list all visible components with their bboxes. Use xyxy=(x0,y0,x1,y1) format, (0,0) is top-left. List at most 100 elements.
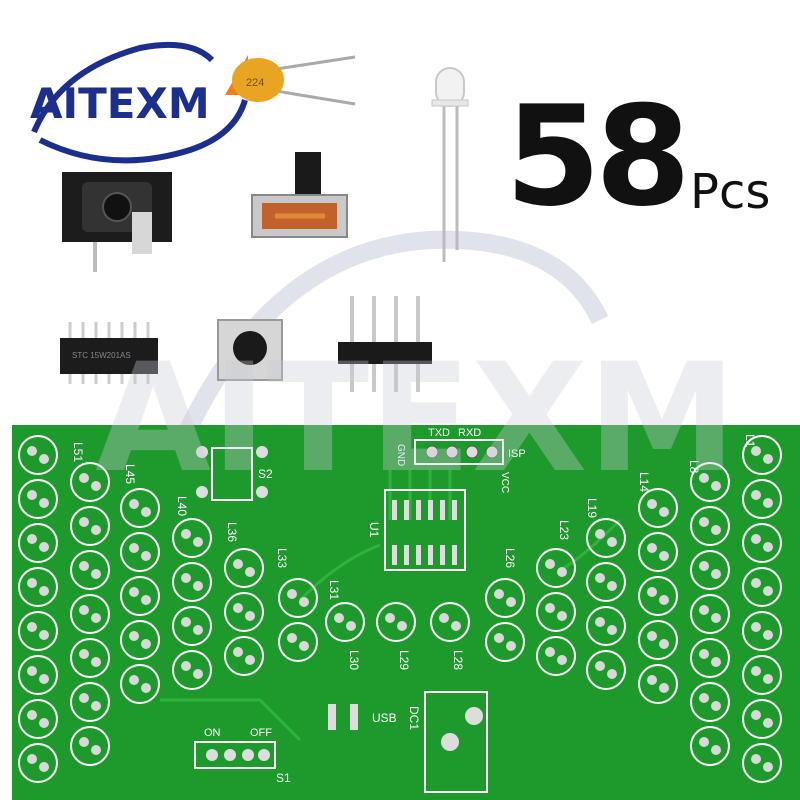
ic-footprint: U1 xyxy=(367,489,466,571)
led-footprint xyxy=(278,622,318,662)
led-footprint xyxy=(536,548,576,588)
slide-switch-icon xyxy=(251,152,348,238)
led-footprint xyxy=(278,578,318,618)
led-label: L30 xyxy=(347,650,361,670)
led-footprint xyxy=(638,532,678,572)
led-footprint xyxy=(485,578,525,618)
led-footprint xyxy=(172,518,212,558)
led-footprint xyxy=(690,550,730,590)
led-footprint xyxy=(224,592,264,632)
led-footprint xyxy=(120,620,160,660)
led-footprint xyxy=(325,602,365,642)
button-footprint: S2 xyxy=(196,446,273,501)
led-footprint xyxy=(586,562,626,602)
led-footprint xyxy=(638,664,678,704)
button-label: S2 xyxy=(258,467,273,481)
led-footprint xyxy=(70,594,110,634)
ic-marking: STC 15W201AS xyxy=(72,351,131,360)
pcb-board: GND TXD RXD VCC ISP S2 U1 xyxy=(12,425,800,800)
led-footprint xyxy=(742,435,782,475)
usb-label: USB xyxy=(372,711,397,725)
led-footprint xyxy=(376,602,416,642)
led-footprint xyxy=(485,622,525,662)
led-label: L29 xyxy=(397,650,411,670)
led-label: L26 xyxy=(503,548,517,568)
brand-name: AITEXM xyxy=(30,79,210,128)
dc-jack-icon xyxy=(62,172,172,272)
led-footprint xyxy=(18,435,58,475)
component-count: 58 xyxy=(505,76,691,237)
led-label: L45 xyxy=(123,464,137,484)
led-footprint xyxy=(224,636,264,676)
isp-label-txd: TXD xyxy=(428,427,450,439)
led-icon xyxy=(431,67,469,262)
led-footprint xyxy=(172,606,212,646)
led-footprint xyxy=(18,523,58,563)
led-footprint xyxy=(18,655,58,695)
led-label: L31 xyxy=(327,580,341,600)
capacitor-marking: 224 xyxy=(246,77,264,89)
led-footprints xyxy=(18,435,782,783)
isp-label-gnd: GND xyxy=(395,444,406,466)
led-footprint xyxy=(70,462,110,502)
led-footprint xyxy=(18,743,58,783)
led-label: L36 xyxy=(225,522,239,542)
pin-header-icon xyxy=(338,296,432,392)
isp-label-rxd: RXD xyxy=(458,427,481,439)
led-label: L33 xyxy=(275,548,289,568)
power-switch-footprint: ON OFF S1 xyxy=(194,727,291,785)
isp-header: GND TXD RXD VCC ISP xyxy=(395,427,526,493)
led-footprint xyxy=(536,636,576,676)
led-footprint xyxy=(690,594,730,634)
led-footprint xyxy=(70,506,110,546)
led-footprint xyxy=(536,592,576,632)
led-label: L40 xyxy=(175,496,189,516)
led-footprint xyxy=(172,562,212,602)
component-unit: Pcs xyxy=(690,164,771,220)
led-footprint xyxy=(18,567,58,607)
led-footprint xyxy=(430,602,470,642)
led-footprint xyxy=(70,550,110,590)
led-footprint xyxy=(120,664,160,704)
led-labels: L51 L45 L40 L36 L33 L31 L30 L29 L28 L26 … xyxy=(71,434,757,670)
led-footprint xyxy=(638,620,678,660)
led-footprint xyxy=(742,567,782,607)
dc-footprint: DC1 xyxy=(407,691,488,793)
led-label: L1 xyxy=(743,434,757,448)
led-footprint xyxy=(120,576,160,616)
led-label: L23 xyxy=(557,520,571,540)
led-footprint xyxy=(742,743,782,783)
led-footprint xyxy=(690,638,730,678)
led-label: L8 xyxy=(687,460,701,474)
led-footprint xyxy=(742,655,782,695)
ceramic-capacitor-icon: 224 xyxy=(232,55,356,106)
led-footprint xyxy=(690,726,730,766)
led-footprint xyxy=(172,650,212,690)
led-footprint xyxy=(742,611,782,651)
led-label: L51 xyxy=(71,442,85,462)
led-footprint xyxy=(70,638,110,678)
switch-on-label: ON xyxy=(204,727,221,739)
led-footprint xyxy=(690,462,730,502)
led-footprint xyxy=(690,506,730,546)
led-footprint xyxy=(18,699,58,739)
ic-label: U1 xyxy=(367,522,381,538)
led-footprint xyxy=(586,650,626,690)
usb-footprint: USB xyxy=(328,704,397,730)
led-footprint xyxy=(120,532,160,572)
led-footprint xyxy=(120,488,160,528)
led-footprint xyxy=(742,523,782,563)
led-footprint xyxy=(18,611,58,651)
led-label: L28 xyxy=(451,650,465,670)
led-footprint xyxy=(638,488,678,528)
switch-off-label: OFF xyxy=(250,727,272,739)
led-footprint xyxy=(690,682,730,722)
led-footprint xyxy=(224,548,264,588)
led-footprint xyxy=(742,699,782,739)
tact-switch-icon xyxy=(217,319,283,381)
switch-label: S1 xyxy=(276,771,291,785)
led-footprint xyxy=(70,726,110,766)
led-footprint xyxy=(638,576,678,616)
led-footprint xyxy=(586,606,626,646)
